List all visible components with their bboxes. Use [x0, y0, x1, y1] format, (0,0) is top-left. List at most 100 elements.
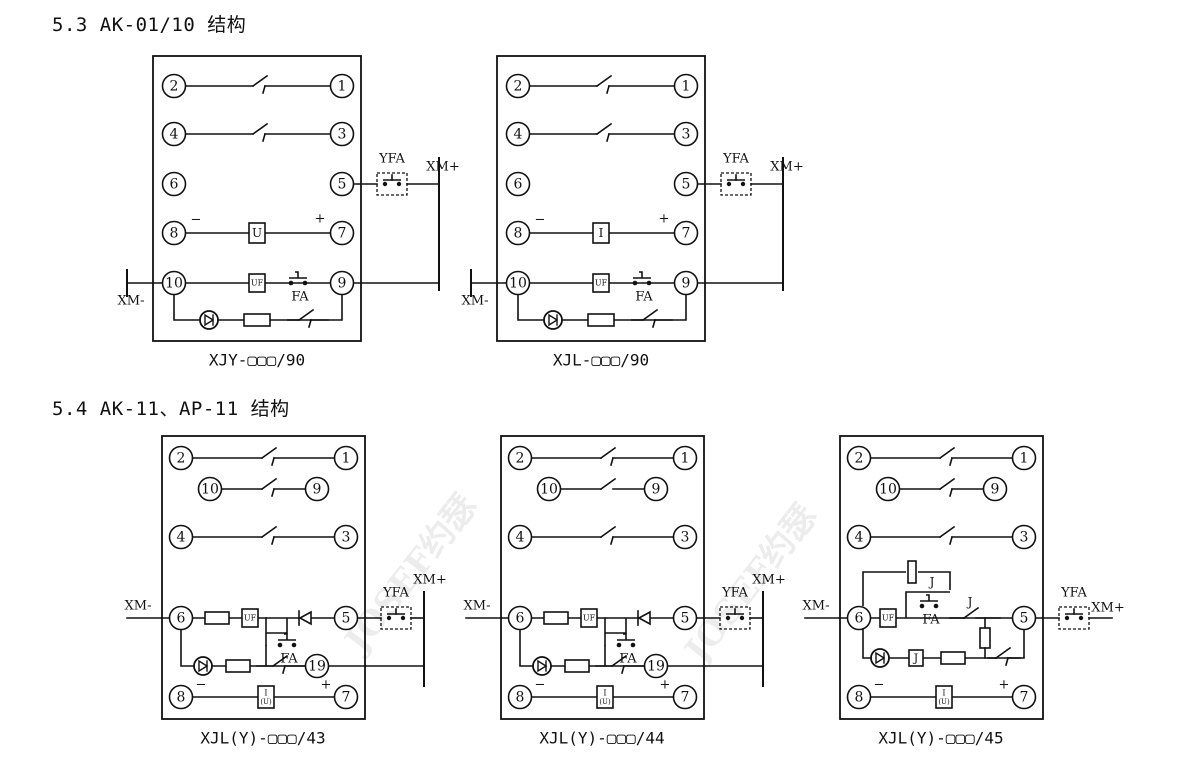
nc-contact — [287, 308, 329, 328]
uf-coil-label: UF — [583, 614, 596, 623]
terminal-6: 6 — [846, 605, 872, 631]
terminal-label: 6 — [177, 611, 186, 627]
terminal-label: 7 — [342, 690, 351, 706]
terminal-label: 2 — [516, 451, 525, 467]
meter-i-label: I — [942, 689, 945, 698]
terminal-10: 10 — [197, 476, 223, 502]
wire — [262, 133, 266, 142]
meter-box-label: U — [252, 226, 262, 240]
terminal-5: 5 — [673, 171, 699, 197]
terminal-label: 1 — [682, 79, 691, 95]
diagram-frame — [500, 435, 705, 720]
fa-button: FA — [632, 271, 653, 305]
terminal-8: 8 — [168, 684, 194, 710]
signal-lamp — [199, 310, 219, 330]
terminal-2: 2 — [846, 445, 872, 471]
fa-dot — [616, 642, 622, 648]
terminal-label: 4 — [514, 127, 523, 143]
fa-plunger — [639, 271, 643, 278]
uf-coil — [248, 273, 266, 293]
terminal-label: 1 — [338, 79, 347, 95]
diagram-caption: XJL(Y)-▢▢▢/43 — [200, 729, 325, 748]
lamp-circle — [870, 648, 890, 668]
nc-contact — [192, 446, 335, 466]
signal-lamp — [532, 656, 552, 676]
nc-contact — [529, 122, 675, 142]
terminal-2: 2 — [168, 445, 194, 471]
terminal-9: 9 — [304, 476, 330, 502]
xm-plus-label: XM+ — [426, 160, 459, 175]
meter-u-label: (U) — [599, 698, 611, 706]
terminal-label: 3 — [1020, 530, 1029, 546]
terminal-9: 9 — [329, 270, 355, 296]
diode-triangle — [637, 610, 651, 626]
terminal-label: 8 — [177, 690, 186, 706]
wire — [308, 319, 312, 328]
minus-sign: − — [535, 213, 546, 228]
terminal-label: 3 — [682, 127, 691, 143]
fa-plunger — [295, 271, 299, 278]
meter-box — [248, 222, 266, 244]
terminal-1: 1 — [333, 445, 359, 471]
terminal-3: 3 — [333, 524, 359, 550]
wire — [949, 457, 953, 466]
meter-frame — [935, 685, 953, 709]
terminal-1: 1 — [1011, 445, 1037, 471]
meter-i-label: I — [264, 689, 267, 698]
yfa-remote-button: YFA — [719, 586, 751, 630]
nc-contact — [987, 646, 1021, 666]
uf-coil-label: UF — [882, 614, 895, 623]
wire — [595, 122, 613, 136]
fa-dot — [933, 603, 939, 609]
diode — [298, 610, 312, 626]
terminal-2: 2 — [505, 73, 531, 99]
nc-contact — [185, 122, 331, 142]
yfa-dot — [382, 181, 388, 187]
wire — [610, 457, 614, 466]
uf-coil — [580, 608, 598, 628]
signal-lamp — [870, 648, 890, 668]
terminal-label: 3 — [338, 127, 347, 143]
fa-dot — [288, 280, 294, 286]
terminal-1: 1 — [672, 445, 698, 471]
diagram-frame — [161, 435, 366, 720]
j-capacitor — [907, 560, 917, 584]
wire — [260, 477, 278, 491]
terminal-2: 2 — [161, 73, 187, 99]
yfa-dot — [1064, 615, 1070, 621]
fa-dot — [919, 603, 925, 609]
terminal-label: 5 — [338, 177, 347, 193]
terminal-label: 5 — [681, 611, 690, 627]
uf-coil-label: UF — [251, 279, 264, 288]
terminal-19: 19 — [304, 653, 330, 679]
terminal-label: 10 — [540, 482, 558, 498]
meter-i-label: I — [603, 689, 606, 698]
terminal-4: 4 — [505, 121, 531, 147]
lamp-resistor — [225, 659, 251, 673]
terminal-3: 3 — [1011, 524, 1037, 550]
fa-label: FA — [922, 613, 940, 628]
wire — [652, 319, 656, 328]
yfa-remote-button: YFA — [720, 152, 752, 196]
wire — [599, 477, 617, 491]
section-heading-5-3: 5.3 AK-01/10 结构 — [52, 14, 247, 36]
diode-triangle — [298, 610, 312, 626]
terminal-3: 3 — [329, 121, 355, 147]
terminal-9: 9 — [982, 476, 1008, 502]
signal-lamp — [193, 656, 213, 676]
plus-sign: + — [321, 678, 332, 693]
j-coil-label: J — [913, 652, 918, 665]
nc-contact — [631, 308, 673, 328]
minus-sign: − — [535, 678, 546, 693]
fa-dot — [646, 280, 652, 286]
terminal-label: 7 — [338, 226, 347, 242]
fa-label: FA — [280, 652, 298, 667]
terminal-label: 8 — [170, 226, 179, 242]
wire — [949, 488, 953, 497]
xm-plus-label: XM+ — [1091, 601, 1124, 616]
terminal-9: 9 — [643, 476, 669, 502]
lamp-circle — [193, 656, 213, 676]
